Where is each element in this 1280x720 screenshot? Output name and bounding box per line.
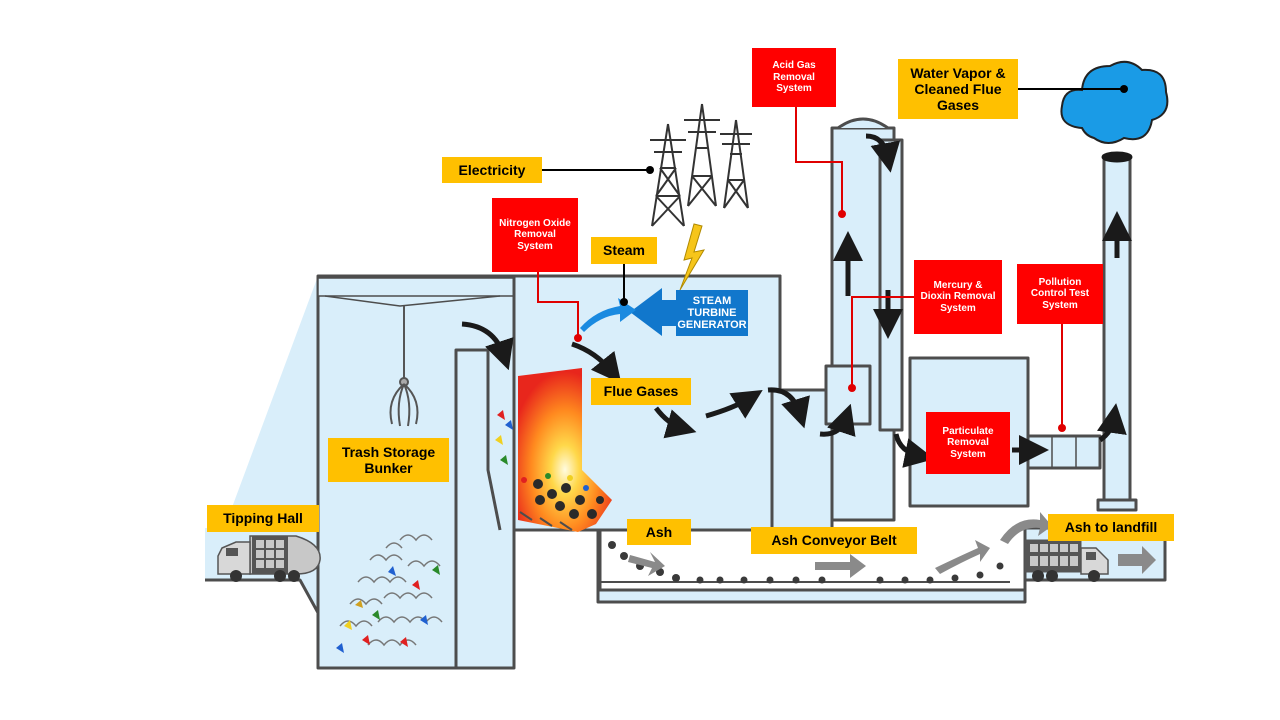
mercury-dioxin-removal-label: Mercury & Dioxin Removal System (914, 260, 1002, 334)
outlet-duct (1026, 434, 1102, 470)
ash-label: Ash (627, 519, 691, 545)
garbage-truck (217, 535, 321, 582)
particulate-removal-label: Particulate Removal System (926, 412, 1010, 474)
ash-to-landfill-label: Ash to landfill (1048, 514, 1174, 541)
cloud-icon (1060, 60, 1169, 144)
turbine-label-line1: STEAM (693, 295, 732, 307)
crane-grab (389, 306, 419, 427)
steam-turbine-generator: STEAM TURBINE GENERATOR (630, 288, 748, 336)
smokestack (1102, 154, 1132, 502)
callout-lines (537, 85, 1128, 432)
trash-pile (336, 410, 513, 653)
water-vapor-label: Water Vapor & Cleaned Flue Gases (898, 59, 1018, 119)
furnace (518, 368, 612, 532)
pollution-control-test-label: Pollution Control Test System (1017, 264, 1103, 324)
electricity-label: Electricity (442, 157, 542, 183)
lightning-bolt-icon (679, 223, 706, 291)
turbine-label-line3: GENERATOR (677, 319, 746, 331)
ash-conveyor (598, 512, 1156, 584)
nitrogen-oxide-removal-label: Nitrogen Oxide Removal System (492, 198, 578, 272)
acid-gas-removal-label: Acid Gas Removal System (752, 48, 836, 107)
transmission-towers-icon (650, 103, 752, 227)
steam-label: Steam (591, 237, 657, 264)
flue-gases-label: Flue Gases (591, 378, 691, 405)
crane-rail (317, 277, 515, 297)
trash-storage-bunker-label: Trash Storage Bunker (328, 438, 449, 482)
ash-truck (1024, 539, 1109, 582)
tipping-hall-label: Tipping Hall (207, 505, 319, 532)
scrubber-downcomer (878, 138, 904, 432)
turbine-label-line2: TURBINE (688, 307, 737, 319)
steam-arrow (580, 298, 636, 332)
flow-arrows (461, 133, 1132, 468)
ash-conveyor-belt-label: Ash Conveyor Belt (751, 527, 917, 554)
